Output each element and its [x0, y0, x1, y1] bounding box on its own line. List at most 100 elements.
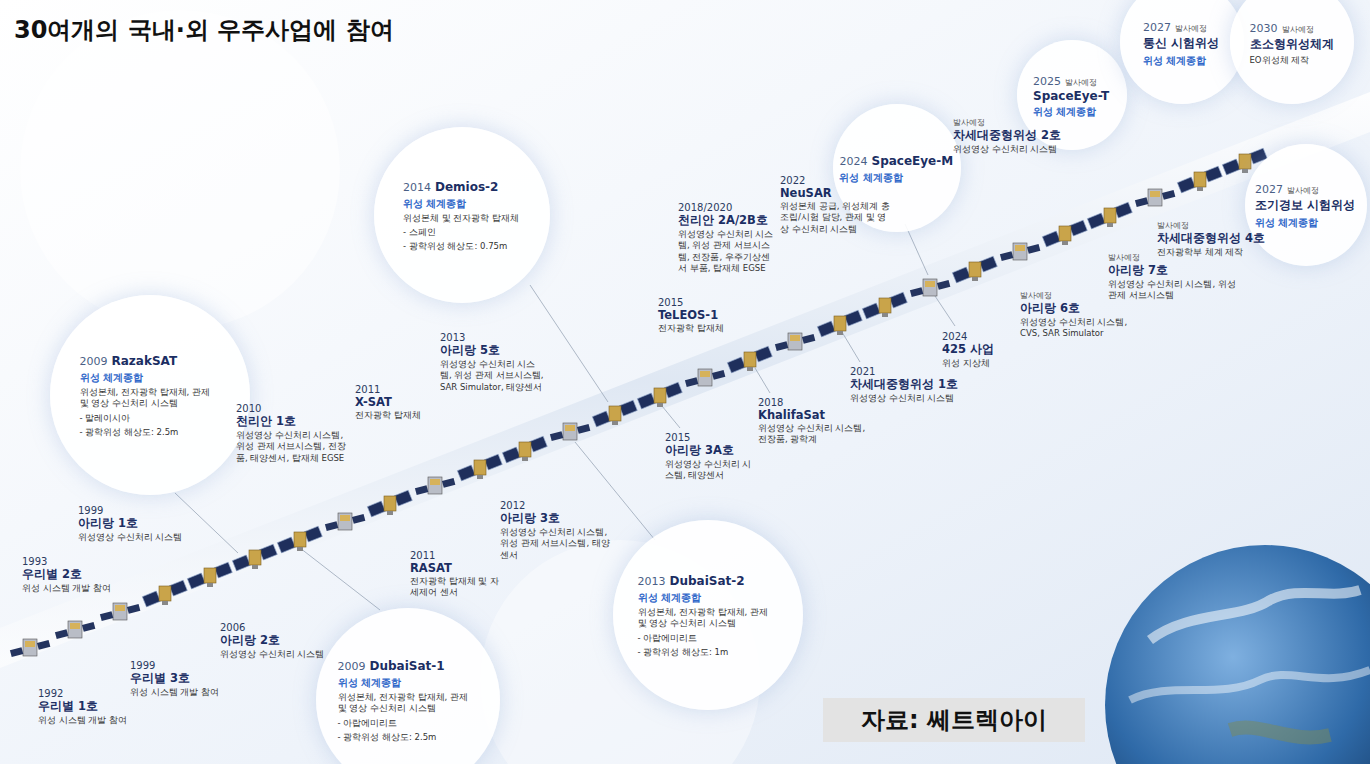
satellite-name: SpaceEye-M: [871, 154, 953, 168]
role-text: 위성 체계종합: [1255, 216, 1357, 230]
year-text: 2013: [638, 575, 666, 588]
leader-line: [905, 224, 928, 275]
satellite-name: 초소형위성체계: [1250, 36, 1335, 53]
scope-text: 전자광학부 체계 제작: [1157, 247, 1287, 258]
satellite: [142, 580, 187, 607]
milestone: 2015TeLEOS-1전자광학 탑재체: [658, 297, 758, 334]
satellite-name: TeLEOS-1: [658, 308, 758, 322]
satellite-name: 아리랑 5호: [440, 343, 545, 358]
circle-content: 2013DubaiSat-2위성 체계종합위성본체, 전자광학 탑재체, 관제 …: [638, 570, 778, 659]
role-text: 위성 체계종합: [1143, 54, 1221, 68]
role-text: 위성 체계종합: [80, 371, 220, 385]
satellite: [232, 544, 277, 571]
scope-text: 위성영상 수신처리 시스템, 전장품, 광학계: [758, 423, 873, 446]
satellite: [685, 369, 725, 387]
satellite: [1135, 189, 1175, 207]
earth: [1105, 545, 1370, 764]
plan-tag: 발사예정: [1157, 220, 1287, 231]
satellite-name: 통신 시험위성: [1143, 35, 1221, 52]
milestone: 2018/2020천리안 2A/2B호위성영상 수신처리 시스템, 위성 관제 …: [678, 202, 778, 275]
year-text: 2024: [942, 331, 1032, 342]
satellite: [187, 562, 232, 589]
scope-text: 위성영상 수신처리 시스템, 위성 관제 서브시스템, 전장품, 태양센서, 탑…: [236, 430, 354, 464]
satellite: [1087, 202, 1132, 229]
satellite-name: DubaiSat-1: [370, 659, 445, 673]
leader-line: [935, 296, 955, 326]
satellite: [367, 490, 412, 517]
scope-text: 전자광학 탑재체: [355, 410, 455, 421]
scope-text: 위성영상 수신처리 시스템, 태양센서: [665, 459, 755, 482]
note-text: - 광학위성 해상도: 0.75m: [403, 241, 521, 252]
note-text: - 광학위성 해상도: 2.5m: [80, 427, 220, 438]
milestone: 발사예정차세대중형위성 2호위성영상 수신처리 시스템: [953, 117, 1083, 155]
scope-text: 위성 시스템 개발 참여: [130, 687, 260, 698]
year-text: 2024: [839, 155, 867, 168]
year-text: 2025: [1033, 75, 1061, 88]
satellite: [1177, 166, 1222, 193]
note-text: - 아랍에미리트: [338, 718, 478, 729]
satellite-name: 차세대중형위성 4호: [1157, 231, 1287, 246]
satellite-name: 천리안 2A/2B호: [678, 213, 778, 228]
satellite: [952, 256, 997, 283]
year-text: 2006: [220, 622, 350, 633]
milestone: 2015아리랑 3A호위성영상 수신처리 시스템, 태양센서: [665, 432, 755, 482]
plan-tag: 발사예정: [1282, 25, 1314, 34]
milestone: 1999아리랑 1호위성영상 수신처리 시스템: [78, 505, 208, 543]
earth-land: [1230, 728, 1330, 738]
scope-text: 위성영상 수신처리 시스템: [78, 532, 208, 543]
source-caption: 자료: 쎄트렉아이: [823, 698, 1085, 742]
scope-text: 전자광학 탑재체 및 자세제어 센서: [410, 576, 502, 599]
milestone: 1999우리별 3호위성 시스템 개발 참여: [130, 660, 260, 698]
satellite: [457, 454, 502, 481]
project-circle: 2013DubaiSat-2위성 체계종합위성본체, 전자광학 탑재체, 관제 …: [613, 520, 803, 710]
scope-text: 위성영상 수신처리 시스템, CVS, SAR Simulator: [1020, 317, 1145, 340]
note-text: - 광학위성 해상도: 1m: [638, 647, 778, 658]
year-text: 1993: [22, 556, 152, 567]
circle-content: 2025발사예정SpaceEye-T위성 체계종합: [1033, 70, 1111, 119]
satellite: [415, 477, 455, 495]
satellite: [862, 292, 907, 319]
project-circle: 2027발사예정조기경보 시험위성위성 체계종합: [1245, 144, 1368, 267]
milestone: 2011RASAT전자광학 탑재체 및 자세제어 센서: [410, 550, 502, 599]
satellite: [910, 279, 950, 297]
satellite: [1000, 243, 1040, 261]
year-text: 2009: [338, 660, 366, 673]
satellite: [502, 436, 547, 463]
role-text: 위성 체계종합: [839, 171, 954, 185]
satellite-name: 아리랑 7호: [1108, 263, 1238, 278]
satellite: [727, 346, 772, 373]
satellite-name: 아리랑 2호: [220, 633, 350, 648]
milestone: 2010천리안 1호위성영상 수신처리 시스템, 위성 관제 서브시스템, 전장…: [236, 403, 354, 464]
satellite-name: 425 사업: [942, 342, 1032, 357]
satellite: [592, 400, 637, 427]
satellite-name: 차세대중형위성 2호: [953, 128, 1083, 143]
year-text: 2027: [1143, 21, 1171, 34]
year-text: 2014: [403, 181, 431, 194]
page-title: 30여개의 국내·외 우주사업에 참여: [14, 14, 394, 46]
scope-text: 위성 시스템 개발 참여: [38, 715, 168, 726]
note-text: - 광학위성 해상도: 2.5m: [338, 732, 478, 743]
leader-line: [575, 442, 655, 540]
plan-tag: 발사예정: [1065, 78, 1097, 87]
satellite: [817, 310, 862, 337]
milestone: 2024425 사업위성 지상체: [942, 331, 1032, 369]
milestone: 2012아리랑 3호위성영상 수신처리 시스템, 위성 관제 서브시스템, 태양…: [500, 500, 612, 561]
scope-text: 위성본체, 전자광학 탑재체, 관제 및 영상 수신처리 시스템: [338, 692, 478, 715]
satellite: [55, 621, 95, 639]
circle-content: 2027발사예정조기경보 시험위성위성 체계종합: [1255, 178, 1357, 230]
satellite: [100, 603, 140, 621]
milestone: 2006아리랑 2호위성영상 수신처리 시스템: [220, 622, 350, 660]
scope-text: EO위성체 제작: [1250, 55, 1335, 66]
year-text: 2009: [80, 355, 108, 368]
leader-line: [842, 332, 860, 362]
project-circle: 2014Demios-2위성 체계종합위성본체 및 전자광학 탑재체- 스페인-…: [374, 127, 550, 303]
leader-line: [175, 493, 238, 553]
circle-content: 2027발사예정통신 시험위성위성 체계종합: [1143, 16, 1221, 68]
satellite-name: KhalifaSat: [758, 408, 873, 422]
note-text: - 아랍에미리트: [638, 633, 778, 644]
satellite-name: 조기경보 시험위성: [1255, 197, 1357, 214]
satellite-name: 우리별 3호: [130, 671, 260, 686]
leader-line: [755, 368, 770, 393]
satellite-name: 아리랑 3호: [500, 511, 612, 526]
scope-text: 위성본체 공급, 위성체계 총조립/시험 담당, 관제 및 영상 수신처리 시스…: [780, 201, 890, 235]
